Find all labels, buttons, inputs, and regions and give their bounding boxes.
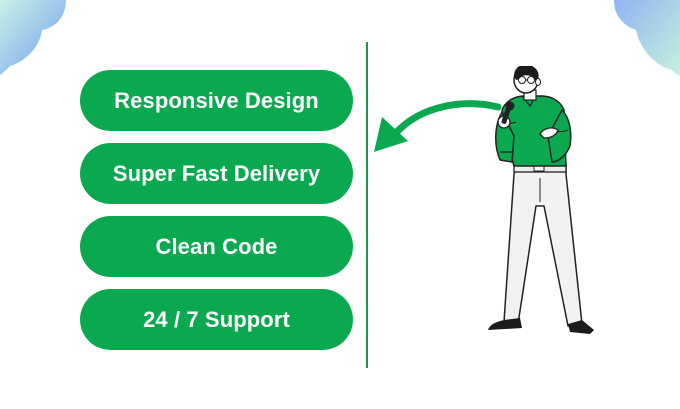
feature-pill-clean-code: Clean Code (80, 216, 353, 277)
feature-pill-responsive-design: Responsive Design (80, 70, 353, 131)
feature-list: Responsive Design Super Fast Delivery Cl… (80, 70, 353, 362)
cloud-icon (0, 0, 66, 75)
feature-label: Responsive Design (114, 87, 319, 113)
feature-pill-support: 24 / 7 Support (80, 289, 353, 350)
vertical-divider (366, 42, 368, 368)
feature-label: 24 / 7 Support (143, 306, 290, 332)
curved-arrow-left-icon (374, 100, 502, 152)
feature-pill-fast-delivery: Super Fast Delivery (80, 143, 353, 204)
feature-label: Clean Code (155, 233, 278, 259)
feature-label: Super Fast Delivery (112, 160, 321, 186)
presenter-with-microphone-icon (488, 66, 594, 334)
cloud-icon (614, 0, 680, 76)
